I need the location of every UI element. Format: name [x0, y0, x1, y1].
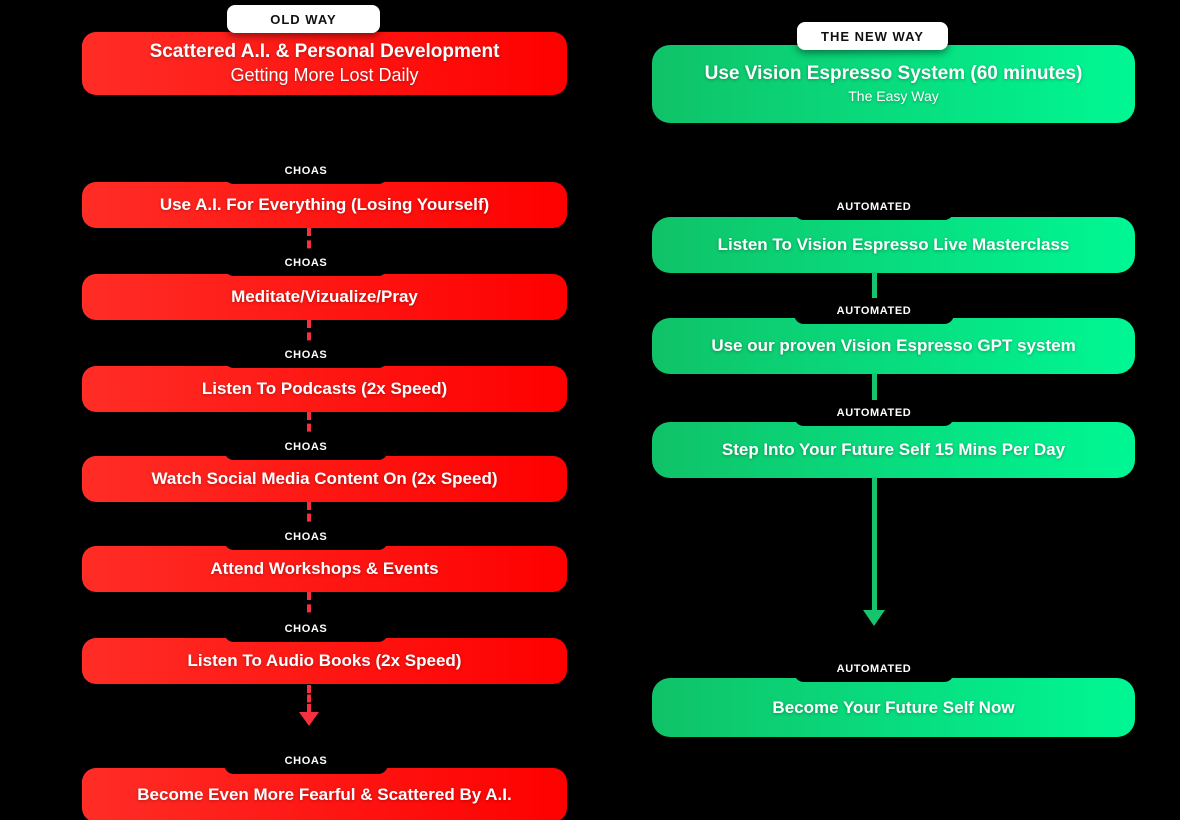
arrow-down-icon: [299, 712, 319, 726]
new-way-header-box: Use Vision Espresso System (60 minutes) …: [652, 45, 1135, 123]
chaos-label: CHOAS: [224, 524, 388, 550]
new-way-step-text: Become Your Future Self Now: [772, 697, 1015, 717]
green-arrow: [872, 373, 877, 422]
chaos-label: CHOAS: [224, 158, 388, 184]
automated-label: AUTOMATED: [794, 298, 954, 324]
automated-label: AUTOMATED: [794, 194, 954, 220]
new-way-step-text: Use our proven Vision Espresso GPT syste…: [711, 336, 1076, 355]
old-way-step-text: Use A.I. For Everything (Losing Yourself…: [159, 195, 490, 214]
red-dashed-arrow: [307, 502, 311, 545]
chaos-label: CHOAS: [224, 250, 388, 276]
old-way-header-subtitle: Getting More Lost Daily: [230, 65, 419, 86]
old-way-step-text: Listen To Podcasts (2x Speed): [201, 379, 448, 398]
arrow-down-icon: [863, 610, 885, 626]
new-way-header-title: Use Vision Espresso System (60 minutes): [704, 63, 1083, 85]
new-way-step-box: Step Into Your Future Self 15 Mins Per D…: [652, 422, 1135, 478]
old-way-header-title: Scattered A.I. & Personal Development: [149, 41, 500, 63]
old-way-header-box: Scattered A.I. & Personal Development Ge…: [82, 32, 567, 95]
old-way-step-text: Listen To Audio Books (2x Speed): [187, 651, 462, 670]
new-way-step-text: Step Into Your Future Self 15 Mins Per D…: [721, 440, 1066, 459]
chaos-label: CHOAS: [224, 748, 388, 774]
chaos-label: CHOAS: [224, 616, 388, 642]
chaos-label: CHOAS: [224, 342, 388, 368]
old-way-step-box: Watch Social Media Content On (2x Speed): [82, 456, 567, 502]
green-arrow: [872, 477, 877, 611]
automated-label: AUTOMATED: [794, 656, 954, 682]
old-way-step-box: Meditate/Vizualize/Pray: [82, 274, 567, 320]
new-way-step-box: Use our proven Vision Espresso GPT syste…: [652, 318, 1135, 374]
old-way-step-box: Attend Workshops & Events: [82, 546, 567, 592]
new-way-step-text: Listen To Vision Espresso Live Mastercla…: [717, 235, 1070, 254]
new-way-final-box: Become Your Future Self Now: [652, 678, 1135, 737]
old-way-tag: OLD WAY: [227, 5, 380, 33]
old-way-step-text: Meditate/Vizualize/Pray: [231, 287, 418, 306]
old-way-final-box: Become Even More Fearful & Scattered By …: [82, 768, 567, 820]
green-arrow: [872, 272, 877, 318]
red-dashed-arrow: [307, 592, 311, 637]
old-way-step-text: Attend Workshops & Events: [210, 559, 439, 578]
chaos-label: CHOAS: [224, 434, 388, 460]
automated-label: AUTOMATED: [794, 400, 954, 426]
new-way-step-box: Listen To Vision Espresso Live Mastercla…: [652, 217, 1135, 273]
new-way-tag: THE NEW WAY: [797, 22, 948, 50]
old-way-step-box: Listen To Podcasts (2x Speed): [82, 366, 567, 412]
old-way-step-box: Use A.I. For Everything (Losing Yourself…: [82, 182, 567, 228]
red-dashed-arrow: [307, 412, 311, 455]
old-way-step-text: Become Even More Fearful & Scattered By …: [137, 785, 512, 804]
red-dashed-arrow: [307, 685, 311, 712]
new-way-header-subtitle: The Easy Way: [848, 88, 939, 105]
old-way-step-text: Watch Social Media Content On (2x Speed): [151, 469, 498, 488]
old-way-step-box: Listen To Audio Books (2x Speed): [82, 638, 567, 684]
